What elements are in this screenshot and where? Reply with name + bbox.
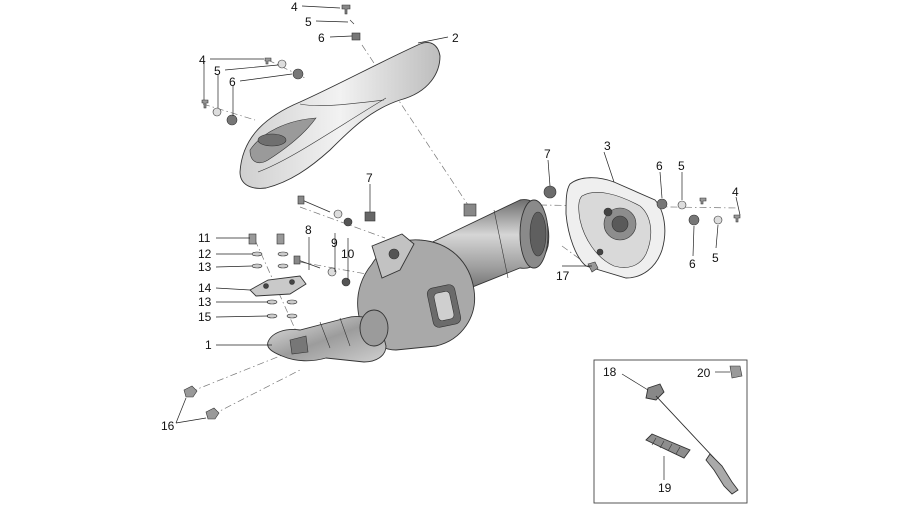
fasteners — [183, 4, 741, 420]
callout-6: 6 — [318, 31, 325, 45]
nut-icon — [341, 277, 351, 287]
callout-6: 6 — [656, 159, 663, 173]
exhaust-pipe-part — [267, 309, 389, 363]
nut-icon — [587, 261, 599, 273]
callout-12: 12 — [198, 247, 212, 261]
callout-13: 13 — [198, 260, 212, 274]
callout-labels: 4 5 6 2 4 5 6 3 7 6 5 4 6 5 7 8 9 10 11 … — [161, 0, 739, 495]
callout-13: 13 — [198, 295, 212, 309]
nut-icon — [292, 68, 304, 80]
bolt-icon — [293, 195, 331, 269]
callout-5: 5 — [678, 159, 685, 173]
clip-part — [729, 365, 743, 379]
callout-11: 11 — [198, 231, 211, 245]
washer-icon — [327, 267, 337, 277]
callout-4: 4 — [199, 53, 206, 67]
nut-icon — [688, 214, 700, 226]
callout-7: 7 — [544, 147, 551, 161]
callout-16: 16 — [161, 419, 175, 433]
washer-icon — [677, 200, 687, 210]
nut-icon — [656, 198, 668, 210]
nut-icon — [364, 211, 376, 222]
callout-3: 3 — [604, 139, 611, 153]
callout-19: 19 — [658, 481, 672, 495]
nut-icon — [183, 385, 220, 420]
callout-18: 18 — [603, 365, 617, 379]
callout-6: 6 — [689, 257, 696, 271]
screw-icon — [264, 57, 272, 65]
callout-2: 2 — [452, 31, 459, 45]
nut-icon — [226, 114, 238, 126]
heat-shield-part — [239, 42, 441, 189]
nut-icon — [351, 32, 361, 41]
callout-14: 14 — [198, 281, 212, 295]
washer-icon — [333, 209, 343, 219]
screw-icon — [341, 4, 351, 15]
callout-9: 9 — [331, 236, 338, 250]
screw-icon — [201, 99, 209, 109]
end-cap-part — [565, 177, 666, 279]
callout-5: 5 — [712, 251, 719, 265]
flange-part — [249, 275, 307, 297]
lambda-sensor-part — [645, 383, 739, 495]
callout-8: 8 — [305, 223, 312, 237]
callout-7: 7 — [366, 171, 373, 185]
callout-17: 17 — [556, 269, 570, 283]
washer-icon — [713, 215, 723, 225]
stud-icon — [248, 233, 285, 245]
washer-icon — [212, 107, 222, 117]
callout-20: 20 — [697, 366, 711, 380]
callout-5: 5 — [214, 64, 221, 78]
nut-icon — [543, 185, 557, 199]
screw-icon — [733, 214, 741, 223]
callout-5: 5 — [305, 15, 312, 29]
sleeve-part — [645, 433, 691, 459]
callout-10: 10 — [341, 247, 355, 261]
screw-icon — [699, 197, 707, 205]
callout-4: 4 — [291, 0, 298, 14]
sensor-inset-box — [593, 359, 748, 504]
callout-15: 15 — [198, 310, 212, 324]
nut-icon — [343, 217, 353, 227]
washer-icon — [349, 19, 355, 25]
callout-4: 4 — [732, 185, 739, 199]
callout-6: 6 — [229, 75, 236, 89]
washer-icon — [277, 59, 287, 69]
leader-lines — [175, 5, 741, 480]
callout-1: 1 — [205, 338, 212, 352]
